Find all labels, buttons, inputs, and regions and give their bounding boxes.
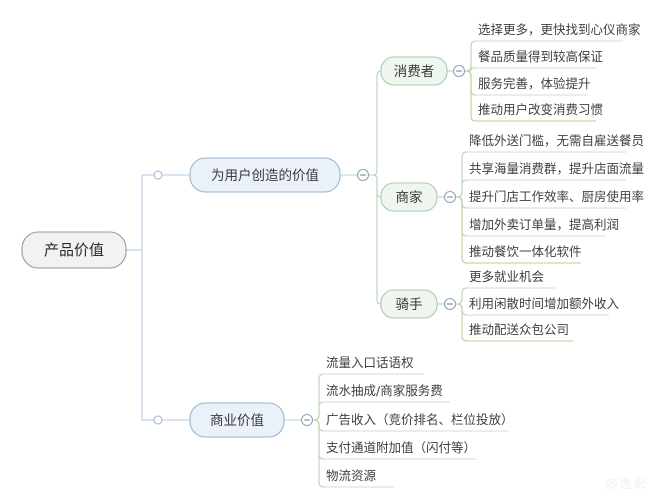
- leaf-consumer-3[interactable]: 推动用户改变消费习惯: [476, 102, 603, 122]
- leaf-merchant-2-label: 提升门店工作效率、厨房使用率: [469, 189, 644, 204]
- branch-dot-user-value[interactable]: [153, 170, 163, 180]
- collapse-toggle-merchant[interactable]: [443, 190, 457, 204]
- mindmap-nodes: 为用户创造的价值 消费者 选择更多，更快找到心仪商家餐品质量得到较高保证服务完善，体…: [21, 22, 644, 488]
- leaf-consumer-2-label: 服务完善，体验提升: [478, 76, 591, 91]
- sub-node-rider-box: [380, 289, 438, 319]
- root-node-label: 产品价值: [44, 241, 104, 259]
- leaf-business-value-2[interactable]: 广告收入（竞价排名、栏位投放）: [324, 412, 514, 432]
- leaf-rider-2[interactable]: 推动配送众包公司: [467, 322, 573, 342]
- branch-dot-business-value[interactable]: [153, 415, 163, 425]
- connector-link: [312, 401, 325, 421]
- leaf-consumer-2[interactable]: 服务完善，体验提升: [476, 76, 591, 96]
- collapse-toggle-consumer[interactable]: [452, 64, 466, 78]
- leaf-rider-1[interactable]: 利用闲散时间增加额外收入: [467, 296, 620, 316]
- leaf-business-value-1[interactable]: 流水抽成/商家服务费: [324, 383, 450, 403]
- connector-links: [126, 40, 477, 488]
- leaf-merchant-3[interactable]: 增加外卖订单量，提高利润: [467, 217, 619, 237]
- root-node-box: [21, 231, 127, 269]
- connector-link: [455, 303, 468, 342]
- leaf-merchant-4[interactable]: 推动餐饮一体化软件: [467, 244, 582, 264]
- connector-link: [368, 174, 382, 198]
- leaf-merchant-3-label: 增加外卖订单量，提高利润: [469, 217, 619, 232]
- leaf-consumer-3-label: 推动用户改变消费习惯: [478, 102, 603, 117]
- leaf-consumer-0-label: 选择更多，更快找到心仪商家: [478, 22, 641, 37]
- leaf-rider-0[interactable]: 更多就业机会: [467, 269, 555, 289]
- leaf-business-value-3[interactable]: 支付通道附加值（闪付等）: [324, 440, 476, 460]
- connector-link: [464, 67, 476, 72]
- sub-node-rider[interactable]: 骑手: [380, 289, 438, 319]
- connector-link: [312, 373, 325, 421]
- leaf-merchant-1[interactable]: 共享海量消费群，提升店面流量: [467, 161, 644, 181]
- leaf-business-value-4[interactable]: 物流资源: [324, 468, 394, 488]
- leaf-business-value-0-label: 流量入口话语权: [326, 355, 414, 370]
- collapse-toggle-user-value[interactable]: [356, 168, 370, 182]
- leaf-consumer-0[interactable]: 选择更多，更快找到心仪商家: [476, 22, 641, 42]
- leaf-business-value-1-label: 流水抽成/商家服务费: [326, 383, 443, 398]
- branch-node-user-value-box: [189, 157, 341, 193]
- sub-node-merchant-box: [380, 182, 438, 212]
- connector-link: [141, 174, 154, 251]
- sub-node-merchant-label: 商家: [396, 189, 423, 206]
- connector-link: [455, 196, 468, 237]
- connector-link: [455, 151, 468, 198]
- leaf-business-value-4-label: 物流资源: [326, 468, 377, 483]
- collapse-toggle-rider[interactable]: [443, 297, 457, 311]
- leaf-merchant-4-label: 推动餐饮一体化软件: [469, 244, 582, 259]
- sub-node-rider-label: 骑手: [396, 297, 423, 313]
- branch-node-business-value-label: 商业价值: [210, 413, 264, 429]
- leaf-merchant-0-label: 降低外送门槛，无需自雇送餐员: [469, 133, 644, 148]
- connector-link: [312, 419, 325, 460]
- branch-node-user-value-label: 为用户创造的价值: [211, 167, 319, 184]
- sub-node-consumer[interactable]: 消费者: [380, 56, 448, 86]
- leaf-rider-0-label: 更多就业机会: [469, 269, 545, 284]
- connector-link: [368, 174, 382, 305]
- leaf-merchant-0[interactable]: 降低外送门槛，无需自雇送餐员: [467, 133, 644, 153]
- sub-node-consumer-label: 消费者: [394, 64, 435, 80]
- connector-link: [464, 70, 477, 122]
- connector-link: [455, 179, 468, 198]
- leaf-merchant-1-label: 共享海量消费群，提升店面流量: [469, 161, 644, 176]
- connector-link: [455, 287, 468, 305]
- connector-link: [141, 249, 154, 421]
- sub-node-consumer-box: [380, 56, 448, 86]
- leaf-rider-1-label: 利用闲散时间增加额外收入: [469, 296, 620, 311]
- leaf-business-value-0[interactable]: 流量入口话语权: [324, 355, 424, 375]
- connector-link: [368, 70, 382, 176]
- leaf-business-value-3-label: 支付通道附加值（闪付等）: [326, 440, 476, 455]
- branch-node-business-value[interactable]: 商业价值: [189, 402, 285, 438]
- branch-node-business-value-box: [189, 402, 285, 438]
- connector-link: [312, 419, 325, 488]
- leaf-merchant-2[interactable]: 提升门店工作效率、厨房使用率: [467, 189, 644, 209]
- connector-link: [455, 196, 468, 264]
- leaf-consumer-1-label: 餐品质量得到较高保证: [478, 49, 604, 64]
- root-node[interactable]: 产品价值: [21, 231, 127, 269]
- sub-node-merchant[interactable]: 商家: [380, 182, 438, 212]
- connector-link: [464, 70, 477, 96]
- collapse-toggle-business-value[interactable]: [300, 413, 314, 427]
- leaf-rider-2-label: 推动配送众包公司: [469, 322, 569, 337]
- leaf-business-value-2-label: 广告收入（竞价排名、栏位投放）: [326, 412, 514, 427]
- branch-node-user-value[interactable]: 为用户创造的价值: [189, 157, 341, 193]
- connector-link: [464, 40, 477, 72]
- leaf-consumer-1[interactable]: 餐品质量得到较高保证: [476, 49, 604, 69]
- watermark: @逸宏: [604, 477, 647, 492]
